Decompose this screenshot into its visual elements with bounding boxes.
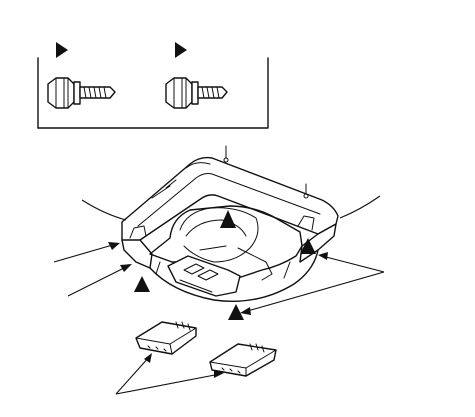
- flange-bolt-left-icon: [47, 77, 116, 109]
- leader-clip-right: [115, 373, 221, 395]
- console-housing: [121, 145, 339, 320]
- fastener-location-marker-icon: [300, 238, 316, 254]
- leader-right-upper: [321, 255, 385, 273]
- leader-clip-left: [115, 355, 151, 395]
- legend-box-outline: [37, 57, 269, 129]
- bolt-left-marker-icon: [56, 42, 68, 58]
- leader-left-upper: [53, 243, 117, 263]
- leader-upper-right: [339, 195, 381, 219]
- bolt-right-marker-icon: [175, 42, 187, 58]
- fastener-legend: [37, 42, 269, 129]
- housing-inner-cavity: [149, 205, 303, 279]
- housing-connector-tray: [167, 255, 241, 297]
- leader-left-lower: [67, 265, 129, 297]
- housing-underside: [149, 249, 319, 302]
- leader-right-lower: [243, 271, 385, 313]
- connector-clip-right-icon: [209, 343, 277, 377]
- flange-bolt-right-icon: [165, 77, 228, 109]
- connector-clip-left-icon: [135, 321, 197, 355]
- leader-upper-left: [81, 199, 127, 221]
- fastener-location-marker-icon: [134, 276, 150, 292]
- fastener-location-marker-icon: [228, 304, 244, 320]
- leader-lines: [53, 195, 385, 395]
- housing-left-wall: [121, 239, 153, 269]
- housing-top-rim: [121, 156, 339, 244]
- fastener-location-marker-icon: [220, 210, 236, 228]
